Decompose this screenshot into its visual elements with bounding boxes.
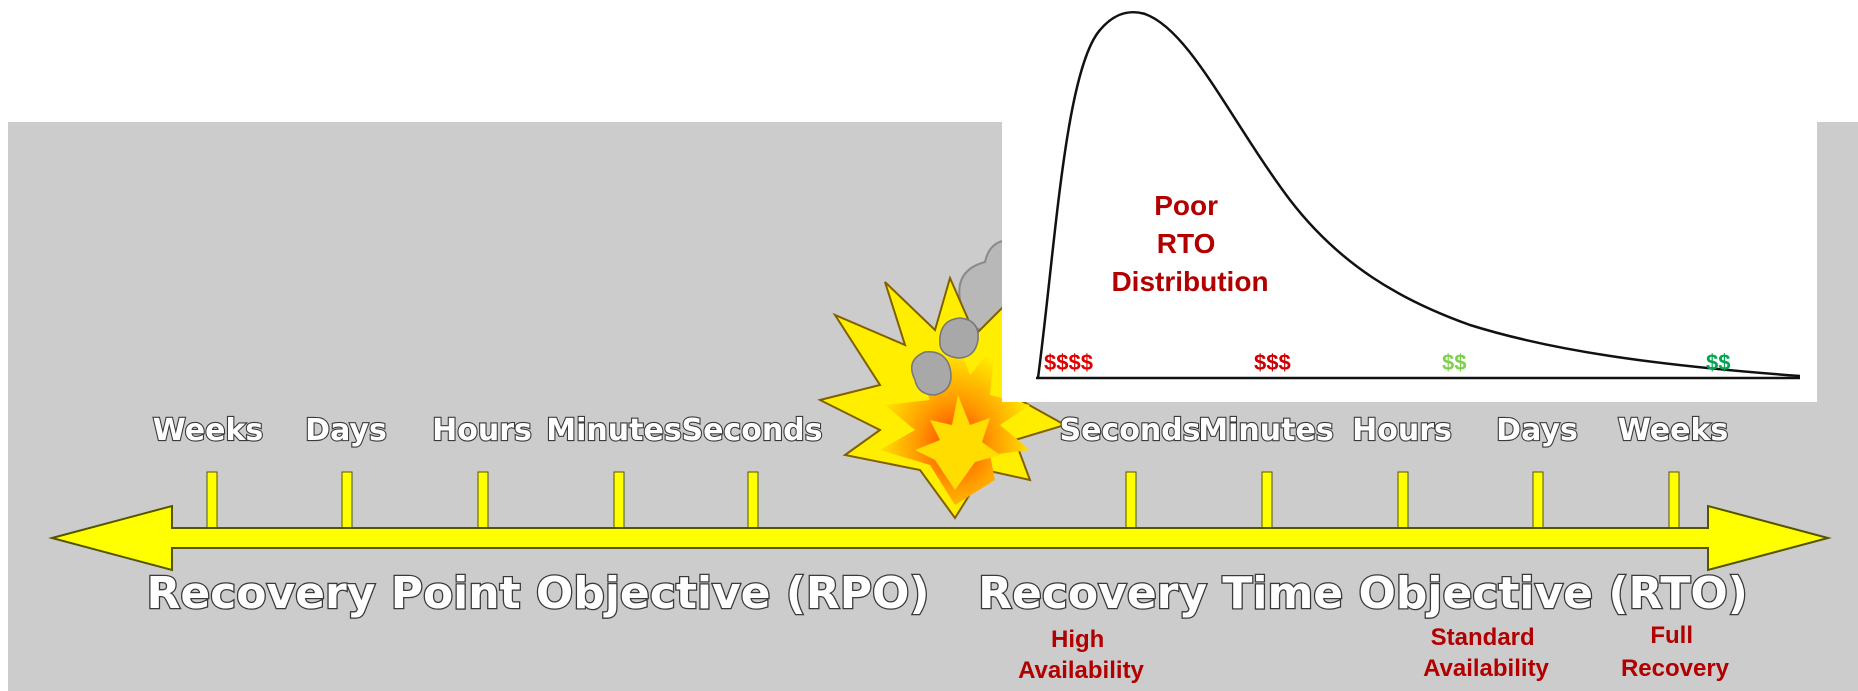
tick-rto-days [1532, 471, 1544, 533]
rpo-tick-label: Days [305, 413, 387, 448]
tick-rpo-days [341, 471, 353, 533]
arrow-body [48, 504, 1832, 572]
tick-rpo-seconds [747, 471, 759, 533]
tick-rto-minutes [1261, 471, 1273, 533]
tick-rto-seconds [1125, 471, 1137, 533]
distribution-label-line: Poor [1154, 190, 1218, 221]
poor-rto-distribution-label: Poor RTO Distribution [1111, 190, 1268, 297]
rto-tick-label: Weeks [1618, 413, 1729, 448]
rto-axis-title: Recovery Time Objective (RTO) [978, 568, 1748, 619]
tick-rpo-hours [477, 471, 489, 533]
cost-label: $$$$ [1044, 350, 1093, 375]
high-availability-line: Availability [1018, 657, 1144, 684]
tick-rto-weeks [1668, 471, 1680, 533]
tick-rto-hours [1397, 471, 1409, 533]
rpo-tick-label: Minutes [546, 413, 681, 448]
timeline-arrow [48, 471, 1832, 572]
rto-tick-label: Minutes [1198, 413, 1333, 448]
high-availability-line: High [1051, 626, 1104, 653]
full-recovery-label: Full Recovery [1621, 622, 1730, 682]
rpo-tick-label: Hours [432, 413, 532, 448]
tick-rpo-weeks [206, 471, 218, 533]
rpo-axis-title: Recovery Point Objective (RPO) [146, 568, 929, 619]
rpo-tick-label: Seconds [681, 413, 822, 448]
distribution-label-line: RTO [1157, 228, 1216, 259]
distribution-label-line: Distribution [1111, 266, 1268, 297]
distribution-curve [1036, 11, 1801, 379]
inset-white-background [1002, 120, 1817, 402]
standard-availability-line: Availability [1423, 655, 1549, 682]
rto-distribution-inset: Poor RTO Distribution $$$$ $$$ $$ $$ [1002, 11, 1817, 402]
rpo-tick-label: Weeks [153, 413, 264, 448]
standard-availability-line: Standard [1431, 624, 1535, 651]
cost-label: $$ [1706, 350, 1730, 375]
standard-availability-label: Standard Availability [1423, 624, 1549, 682]
full-recovery-line: Full [1650, 622, 1693, 649]
full-recovery-line: Recovery [1621, 655, 1730, 682]
tick-rpo-minutes [613, 471, 625, 533]
high-availability-label: High Availability [1018, 626, 1144, 684]
rto-tick-label: Days [1496, 413, 1578, 448]
cost-label: $$ [1442, 350, 1466, 375]
rto-tick-label: Hours [1352, 413, 1452, 448]
rto-tick-label: Seconds [1059, 413, 1200, 448]
cost-label: $$$ [1254, 350, 1291, 375]
